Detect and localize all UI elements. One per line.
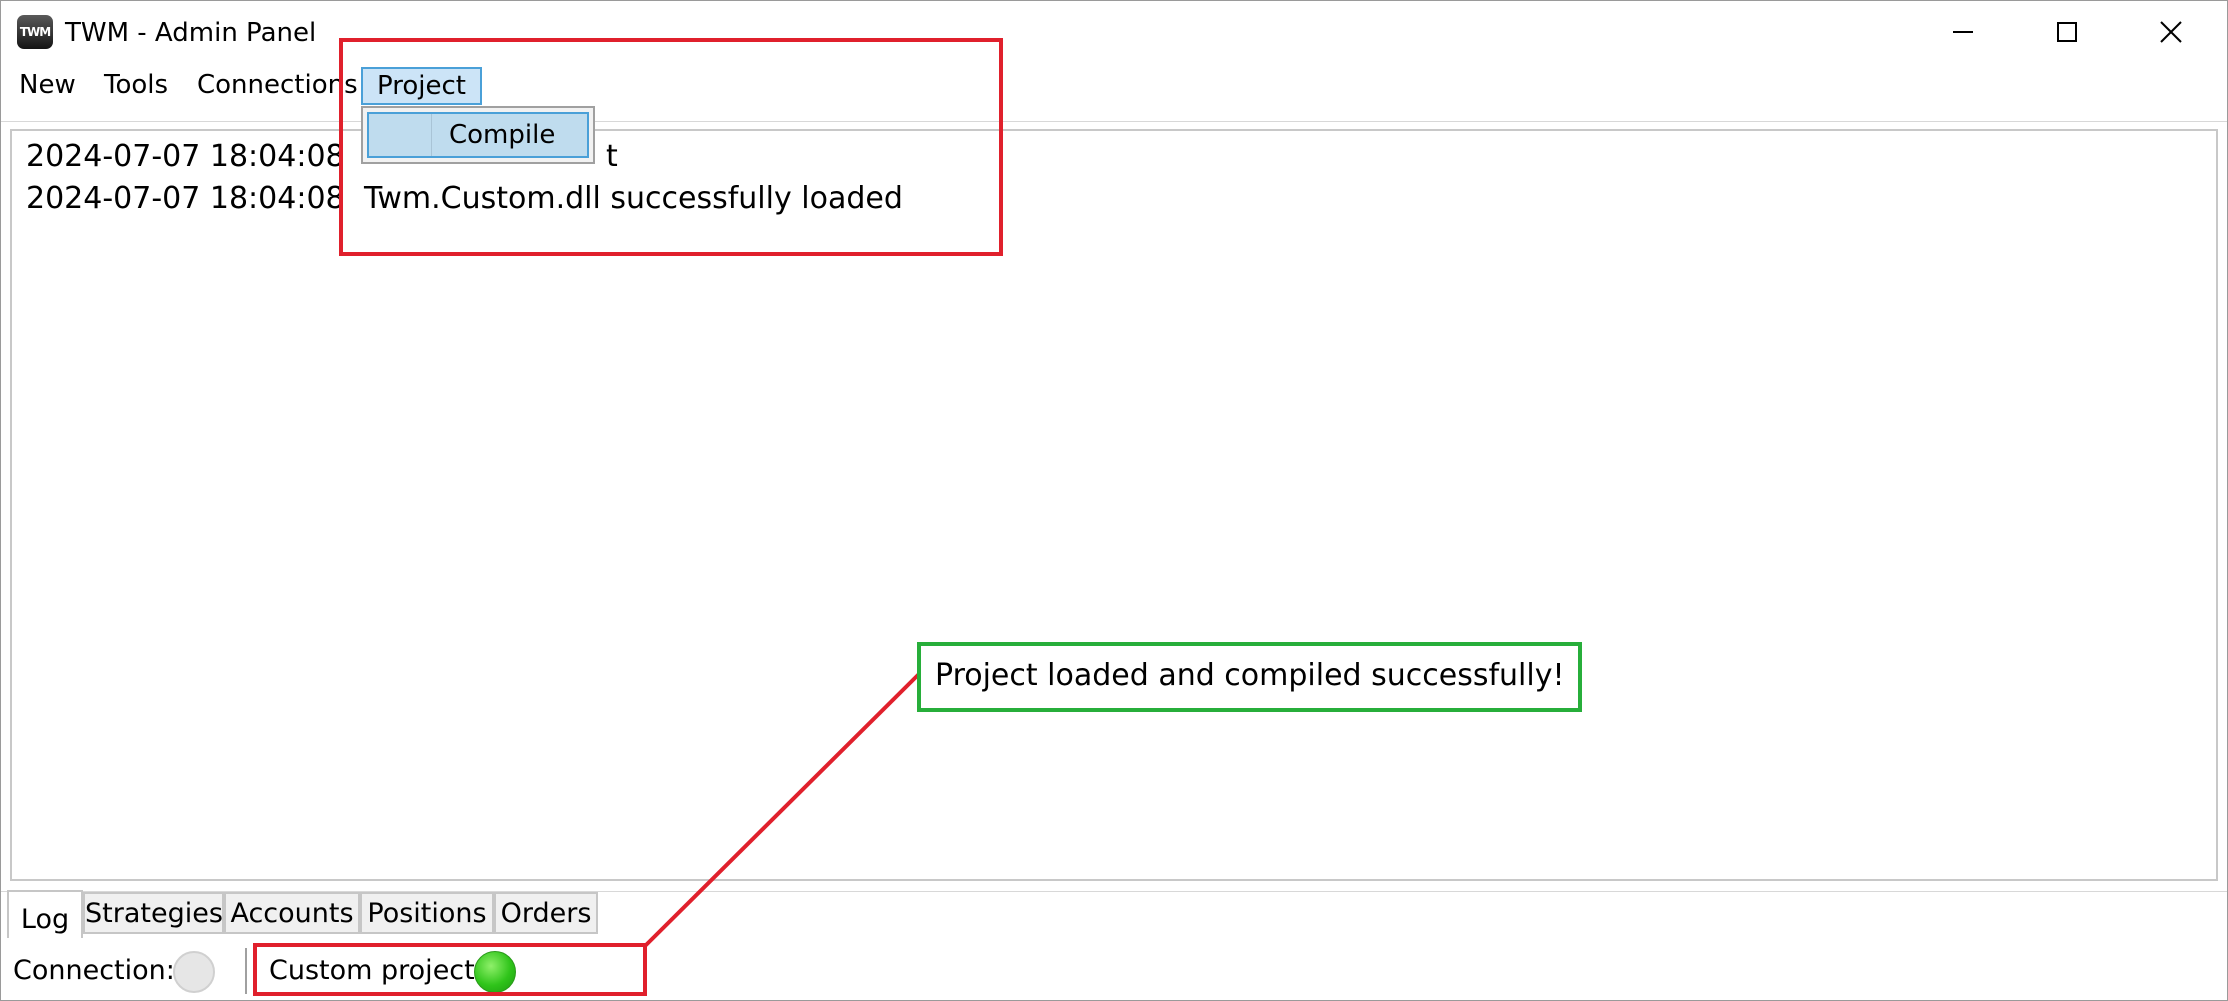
status-bar: Connection: Custom project: — [1, 938, 2227, 1000]
log-timestamp: 2024-07-07 18:04:08 — [26, 181, 345, 216]
window-title: TWM - Admin Panel — [65, 18, 317, 48]
status-divider — [245, 948, 247, 994]
tab-strip-divider — [1, 891, 2227, 892]
menu-bar: New Tools Connections Project — [1, 63, 2227, 119]
log-timestamp: 2024-07-07 18:04:08 — [26, 139, 345, 174]
custom-project-status-indicator — [474, 951, 516, 993]
tab-strategies[interactable]: Strategies — [83, 892, 224, 934]
connection-label: Connection: — [13, 955, 175, 986]
minimize-button[interactable] — [1911, 1, 2015, 63]
maximize-button[interactable] — [2015, 1, 2119, 63]
close-icon — [2160, 21, 2182, 43]
custom-project-label: Custom project: — [269, 955, 484, 986]
minimize-icon — [1953, 31, 1973, 33]
close-button[interactable] — [2119, 1, 2223, 63]
tab-positions[interactable]: Positions — [360, 892, 494, 934]
highlight-box-custom-project — [253, 943, 647, 996]
menu-bar-divider — [1, 121, 2227, 122]
menu-tools[interactable]: Tools — [104, 70, 169, 100]
callout-box: Project loaded and compiled successfully… — [917, 642, 1582, 712]
title-bar[interactable]: TWM TWM - Admin Panel — [1, 1, 2227, 63]
project-dropdown-menu: Compile — [361, 106, 595, 164]
app-logo-icon: TWM — [17, 15, 53, 49]
log-message: t — [606, 139, 618, 174]
menu-item-compile[interactable]: Compile — [367, 112, 589, 158]
menu-project[interactable]: Project — [361, 67, 482, 105]
tab-log[interactable]: Log — [7, 890, 83, 938]
log-message: Twm.Custom.dll successfully loaded — [364, 181, 903, 216]
connection-status-indicator — [173, 951, 215, 993]
callout-text: Project loaded and compiled successfully… — [935, 658, 1565, 693]
highlight-box-project-menu — [339, 38, 1003, 256]
maximize-icon — [2057, 22, 2077, 42]
menu-item-compile-label: Compile — [449, 120, 556, 150]
menu-new[interactable]: New — [19, 70, 76, 100]
tab-orders[interactable]: Orders — [494, 892, 598, 934]
tab-accounts[interactable]: Accounts — [224, 892, 360, 934]
dropdown-icon-column-divider — [431, 114, 432, 156]
menu-connections[interactable]: Connections — [197, 70, 358, 100]
